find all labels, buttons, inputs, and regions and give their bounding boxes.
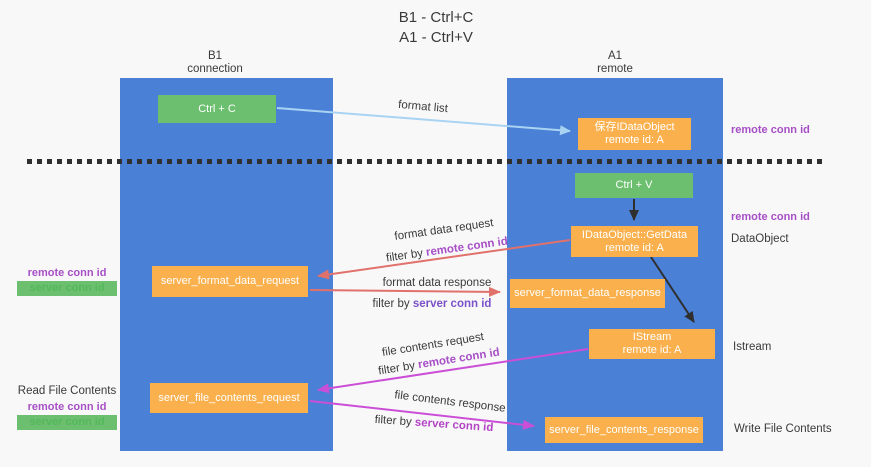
annotation-write-file-contents: Write File Contents (734, 423, 832, 435)
label-format-request-filter-prefix: filter by (385, 246, 427, 265)
annotation-left-conn-ids-top: remote conn id server conn id (17, 266, 117, 296)
node-istream: IStream remote id: A (589, 329, 715, 359)
label-format-list: format list (397, 98, 449, 116)
diagram-title-line2: A1 - Ctrl+V (399, 29, 473, 46)
label-format-data-response: format data response (382, 277, 492, 289)
node-server-file-contents-response: server_file_contents_response (545, 417, 703, 443)
node-ctrl-c: Ctrl + C (158, 95, 276, 123)
node-server-file-contents-request: server_file_contents_request (150, 383, 308, 413)
node-getdata: IDataObject::GetData remote id: A (571, 226, 698, 257)
arrow-format-data-response (309, 286, 501, 297)
node-ctrl-v: Ctrl + V (575, 173, 693, 198)
label-format-request-filter-key: remote conn id (425, 235, 509, 259)
node-server-format-data-request: server_format_data_request (152, 266, 308, 297)
node-save-idataobject: 保存IDataObject remote id: A (578, 118, 691, 150)
annotation-left-server-conn-id-bottom: server conn id (17, 415, 117, 430)
annotation-left-remote-conn-id-top: remote conn id (27, 267, 107, 279)
annotation-dataobject: DataObject (731, 233, 789, 245)
node-server-file-contents-response-label: server_file_contents_response (549, 423, 699, 436)
node-server-format-data-response-label: server_format_data_response (514, 287, 661, 299)
diagram-title-line1: B1 - Ctrl+C (398, 9, 474, 26)
node-istream-line2: remote id: A (622, 344, 682, 356)
label-format-response-filter-key: server conn id (412, 298, 492, 310)
lane-a1-header: A1 remote (555, 50, 675, 76)
annotation-read-file-contents: Read File Contents (17, 385, 117, 397)
label-format-response-filter-prefix: filter by (372, 298, 413, 310)
annotation-remote-conn-id-top: remote conn id (731, 124, 810, 136)
lane-b1-name: B1 (207, 50, 223, 62)
annotation-left-conn-ids-bottom: remote conn id server conn id (17, 400, 117, 430)
annotation-left-server-conn-id-top: server conn id (17, 281, 117, 296)
label-file-contents-response: file contents response (393, 389, 507, 415)
lane-b1-role: connection (187, 63, 243, 75)
annotation-remote-conn-id-mid: remote conn id (731, 211, 810, 223)
label-file-response-filter-prefix: filter by (374, 413, 416, 429)
label-format-response-filter: filter by server conn id (373, 298, 492, 310)
node-server-file-contents-request-label: server_file_contents_request (158, 391, 300, 404)
node-server-format-data-request-label: server_format_data_request (160, 275, 300, 287)
node-save-idataobject-line2: remote id: A (605, 134, 664, 146)
label-file-response-filter-key: server conn id (414, 416, 494, 435)
dashed-separator (27, 159, 826, 164)
lane-a1-role: remote (597, 63, 633, 75)
node-getdata-line1: IDataObject::GetData (581, 228, 688, 241)
lane-a1-name: A1 (607, 50, 623, 62)
label-file-request-filter-prefix: filter by (377, 359, 420, 378)
node-getdata-line2: remote id: A (605, 241, 664, 254)
node-server-format-data-response: server_format_data_response (510, 279, 665, 308)
node-istream-line1: IStream (632, 331, 672, 343)
label-file-response-filter: filter by server conn id (374, 414, 493, 434)
node-ctrl-v-label: Ctrl + V (615, 179, 653, 191)
lane-b1-header: B1 connection (155, 50, 275, 76)
diagram-title: B1 - Ctrl+C A1 - Ctrl+V (336, 8, 536, 48)
node-ctrl-c-label: Ctrl + C (198, 102, 236, 115)
node-save-idataobject-line1: 保存IDataObject (594, 121, 675, 133)
annotation-left-remote-conn-id-bottom: remote conn id (27, 401, 107, 413)
annotation-istream: Istream (733, 341, 772, 353)
